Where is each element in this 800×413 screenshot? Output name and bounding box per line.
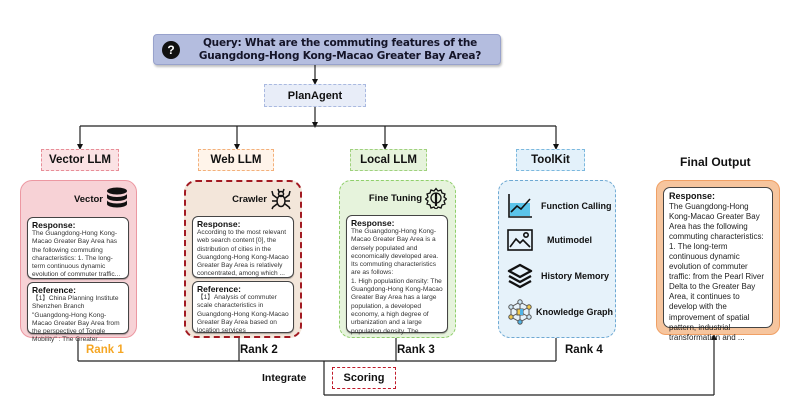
tool-knowledge-graph-label: Knowledge Graph	[536, 307, 614, 317]
query-line-2: Guangdong-Hong Kong-Macao Greater Bay Ar…	[198, 49, 482, 62]
vector-reference-title: Reference:	[32, 285, 76, 295]
toolkit-panel: Function Calling Mutimodel History Memor…	[498, 180, 616, 338]
vector-panel: Vector Response: The Guangdong-Hong Kong…	[20, 180, 137, 343]
rank-4-label: Rank 4	[565, 344, 603, 356]
tool-function-calling-label: Function Calling	[541, 201, 612, 211]
tool-mutimodel: Mutimodel	[507, 229, 592, 251]
question-icon: ?	[162, 40, 180, 59]
local-panel: Fine Tuning Response: The Guangdong-Hong…	[339, 180, 456, 338]
fine-tuning-gear-icon	[425, 187, 447, 209]
web-response-title: Response:	[197, 219, 241, 229]
vector-reference-card: Reference: 【1】China Planning Institute S…	[27, 282, 129, 343]
rank-2-label: Rank 2	[240, 344, 278, 356]
local-response-text: The Guangdong-Hong Kong-Macao Greater Ba…	[351, 228, 443, 335]
query-text: Query: What are the commuting features o…	[180, 37, 500, 62]
web-panel-header: Crawler	[232, 188, 292, 210]
tool-mutimodel-label: Mutimodel	[547, 235, 592, 245]
final-response-card: Response: The Guangdong-Hong Kong-Macao …	[663, 187, 773, 342]
toolkit-label: ToolKit	[516, 149, 585, 171]
final-response-text: The Guangdong-Hong Kong-Macao Greater Ba…	[669, 201, 764, 342]
local-response-card: Response: The Guangdong-Hong Kong-Macao …	[346, 215, 448, 335]
tool-history-memory: History Memory	[507, 263, 609, 289]
query-box: ? Query: What are the commuting features…	[153, 34, 501, 65]
vector-response-text: The Guangdong-Hong Kong-Macao Greater Ba…	[32, 230, 121, 279]
query-line-1: Query: What are the commuting features o…	[202, 37, 478, 49]
vector-panel-title: Vector	[73, 193, 103, 205]
final-response-title: Response:	[669, 191, 716, 201]
rank-1-label: Rank 1	[86, 344, 124, 356]
knowledge-graph-icon	[508, 299, 532, 325]
tool-history-memory-label: History Memory	[541, 271, 610, 281]
layers-icon	[507, 263, 533, 289]
web-reference-text: 【1】Analysis of commuter scale characteri…	[197, 294, 289, 335]
local-response-title: Response:	[351, 218, 395, 228]
line-chart-icon	[508, 194, 532, 218]
tool-function-calling: Function Calling	[507, 193, 612, 219]
database-icon	[107, 187, 127, 208]
scoring-node: Scoring	[332, 367, 396, 389]
integrate-label: Integrate	[262, 372, 307, 384]
local-panel-header: Fine Tuning	[369, 187, 447, 209]
final-output-title: Final Output	[680, 155, 751, 169]
web-panel: Crawler Response: According to the most …	[184, 180, 302, 338]
rank-3-label: Rank 3	[397, 344, 435, 356]
local-panel-title: Fine Tuning	[368, 192, 422, 204]
spider-icon	[271, 188, 291, 210]
vector-response-title: Response:	[32, 220, 76, 230]
vector-response-card: Response: The Guangdong-Hong Kong-Macao …	[27, 217, 129, 279]
web-reference-title: Reference:	[197, 284, 241, 294]
tool-knowledge-graph: Knowledge Graph	[507, 299, 613, 325]
final-output-panel: Response: The Guangdong-Hong Kong-Macao …	[656, 180, 780, 342]
web-panel-title: Crawler	[232, 193, 267, 205]
vector-llm-label: Vector LLM	[41, 149, 119, 171]
local-llm-label: Local LLM	[350, 149, 427, 171]
plan-agent-node: PlanAgent	[264, 84, 366, 107]
image-icon	[507, 229, 533, 251]
web-response-text: According to the most relevant web searc…	[197, 229, 289, 278]
web-reference-card: Reference: 【1】Analysis of commuter scale…	[192, 281, 294, 335]
web-response-card: Response: According to the most relevant…	[192, 216, 294, 278]
vector-reference-text: 【1】China Planning Institute Shenzhen Bra…	[32, 295, 120, 344]
web-llm-label: Web LLM	[198, 149, 274, 171]
vector-panel-header: Vector	[74, 187, 128, 211]
